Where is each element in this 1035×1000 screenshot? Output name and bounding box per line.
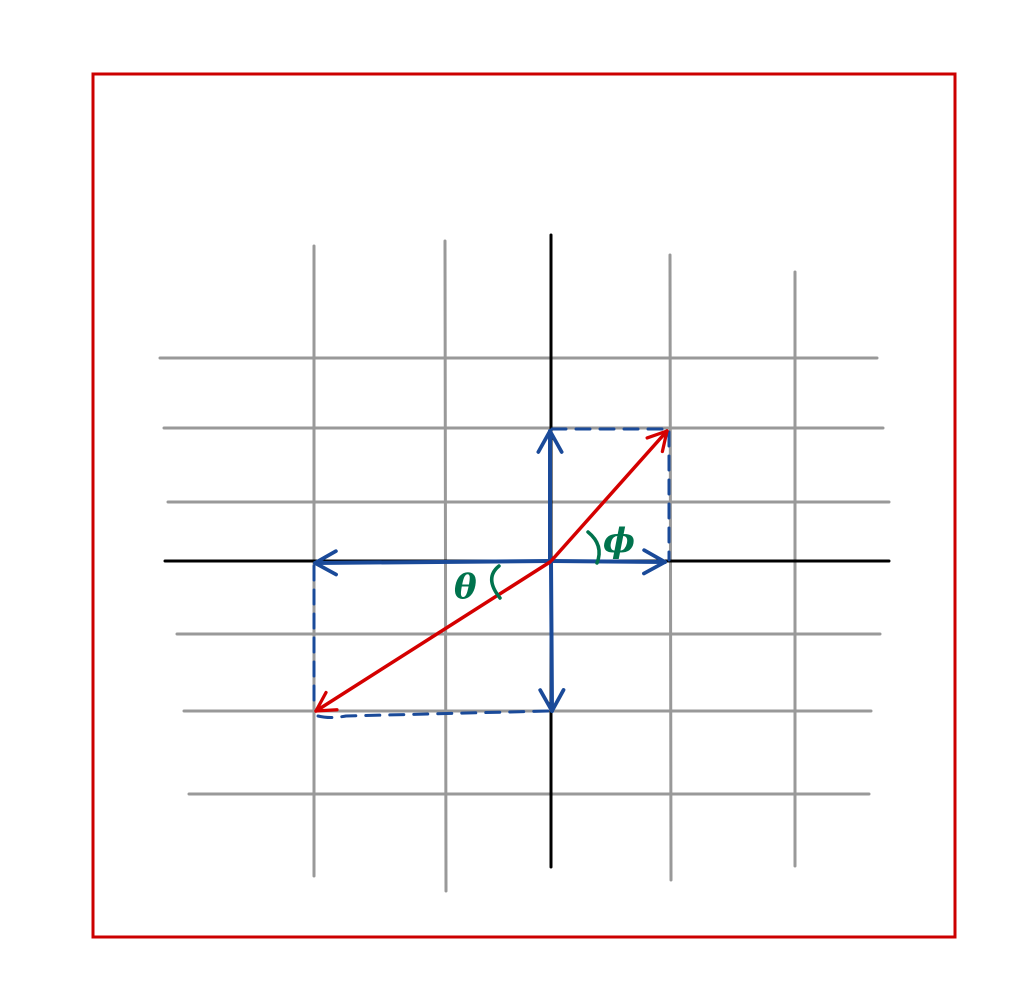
resultant-vector-upper-right (550, 429, 669, 562)
frame-border (91, 72, 957, 939)
theta-label: θ (454, 567, 477, 607)
theta-arc (490, 564, 502, 600)
component-vector-right (549, 548, 667, 576)
projection-lines (312, 427, 671, 719)
axes (163, 233, 891, 869)
grid (158, 239, 891, 893)
component-vectors (313, 429, 667, 713)
resultant-vector-lower-left (314, 560, 552, 713)
component-vector-down (538, 559, 566, 713)
projection-dash-lower-horizontal (316, 709, 551, 719)
grid-line-vertical (668, 253, 673, 882)
phi-arc (586, 530, 601, 565)
grid-line-vertical (443, 239, 448, 893)
component-vector-left (313, 549, 553, 577)
phi-label: ϕ (603, 521, 635, 561)
resultant-vectors (314, 429, 669, 713)
angle-arcs (490, 530, 601, 600)
